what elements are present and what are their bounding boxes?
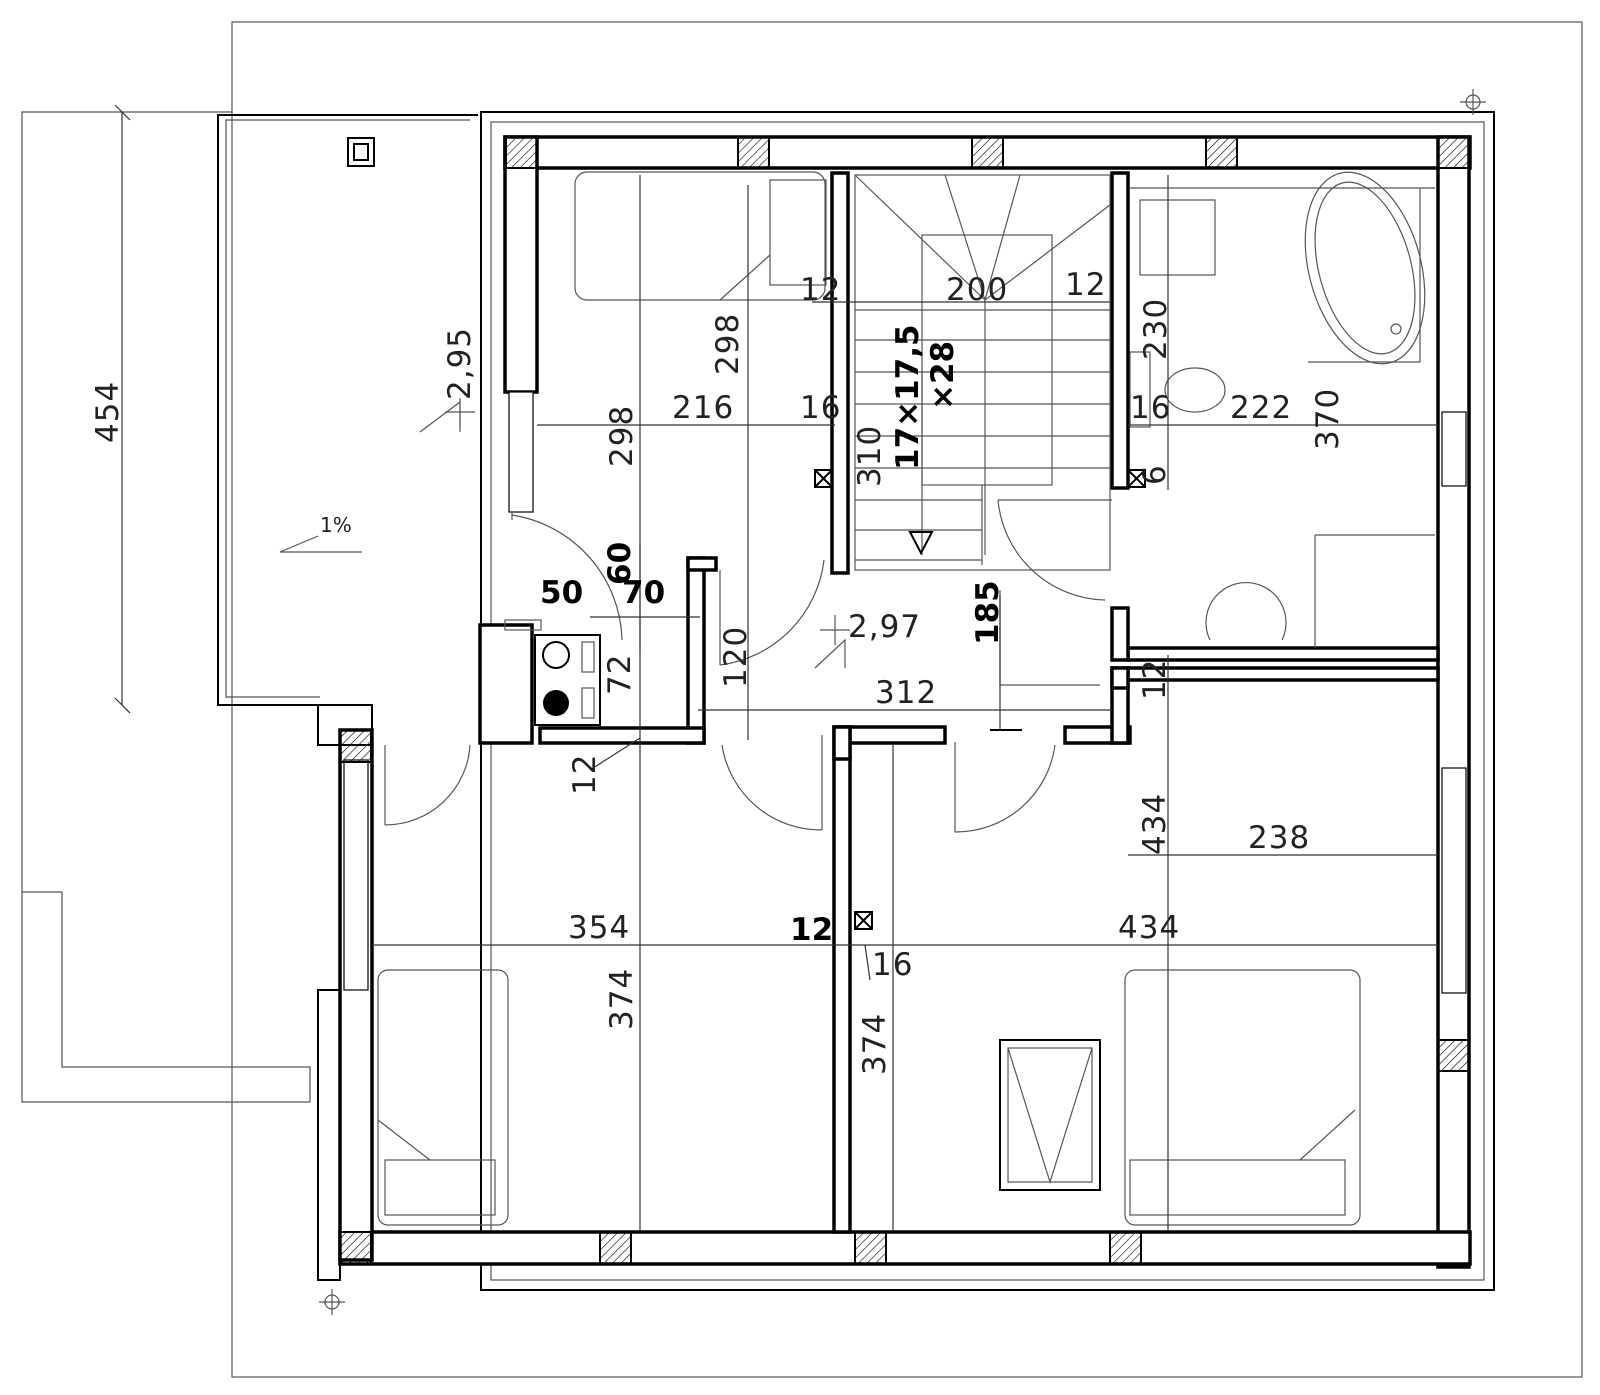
windows [343,391,1467,994]
dim-70: 70 [622,575,665,611]
dim-310: 310 [852,425,888,487]
dim-454: 454 [90,381,126,443]
bathroom-fixtures [1129,171,1435,648]
terrace-outline [217,114,478,706]
dim-222: 222 [1230,390,1292,426]
slope-label: 1% [320,513,352,537]
terrace-inner [225,119,470,698]
bed-top [574,171,826,301]
dim-12-kitchen: 12 [567,754,603,795]
cooktop-icon [504,619,601,726]
dim-6: 6 [1137,464,1173,485]
bed-fold [719,254,771,301]
dim-12-bedroom: 12 [1137,659,1173,700]
level-mark-terrace [419,398,475,433]
dim-12-stair-right: 12 [1065,267,1106,303]
staircase [854,174,1111,571]
dim-185: 185 [970,580,1006,645]
reference-marks [319,89,1486,1315]
left-lower-outer [317,989,341,1281]
dim-230: 230 [1138,298,1174,360]
dim-16-center: 16 [872,947,913,983]
lower-outline [21,111,311,1103]
chimney-icon [347,137,375,167]
dim-370: 370 [1310,388,1346,450]
dim-72: 72 [602,654,638,695]
beds-lower [377,969,1361,1226]
dimension-lines [114,104,1438,1230]
dim-12-stair-left: 12 [800,272,841,308]
level-terrace: 2,95 [442,327,478,400]
dim-434-vertical: 434 [1137,793,1173,855]
chimney-inner [353,143,369,161]
left-upper-wall [503,135,539,394]
dim-120: 120 [718,626,754,688]
dim-238: 238 [1248,820,1310,856]
roof-outline [231,21,1583,1378]
dim-200: 200 [946,272,1008,308]
dim-434-horizontal: 434 [1118,910,1180,946]
interior-walls [478,171,1440,1234]
bed-pillow [769,179,827,286]
columns [339,136,1470,1265]
dim-216: 216 [672,390,734,426]
dim-60: 60 [602,542,638,585]
dim-50: 50 [540,575,583,611]
dim-16-left: 16 [800,390,841,426]
stair-count: ×28 [925,341,961,410]
dim-298-horizontal: 298 [604,405,640,467]
dim-16-right: 16 [1130,390,1171,426]
bottom-wall [338,1230,1472,1266]
vent-icons [814,469,1146,930]
right-wall [1436,135,1471,1269]
stair-size: 17×17,5 [890,324,926,470]
dim-374-left: 374 [604,968,640,1030]
doors [384,499,1112,833]
slope-tick [279,535,319,553]
dim-298-vertical: 298 [710,313,746,375]
dim-12-center: 12 [790,912,833,948]
dim-374-right: 374 [857,1013,893,1075]
level-mark-hall [814,615,850,669]
dim-354: 354 [568,910,630,946]
dim-312: 312 [875,675,937,711]
level-hall: 2,97 [848,609,921,645]
